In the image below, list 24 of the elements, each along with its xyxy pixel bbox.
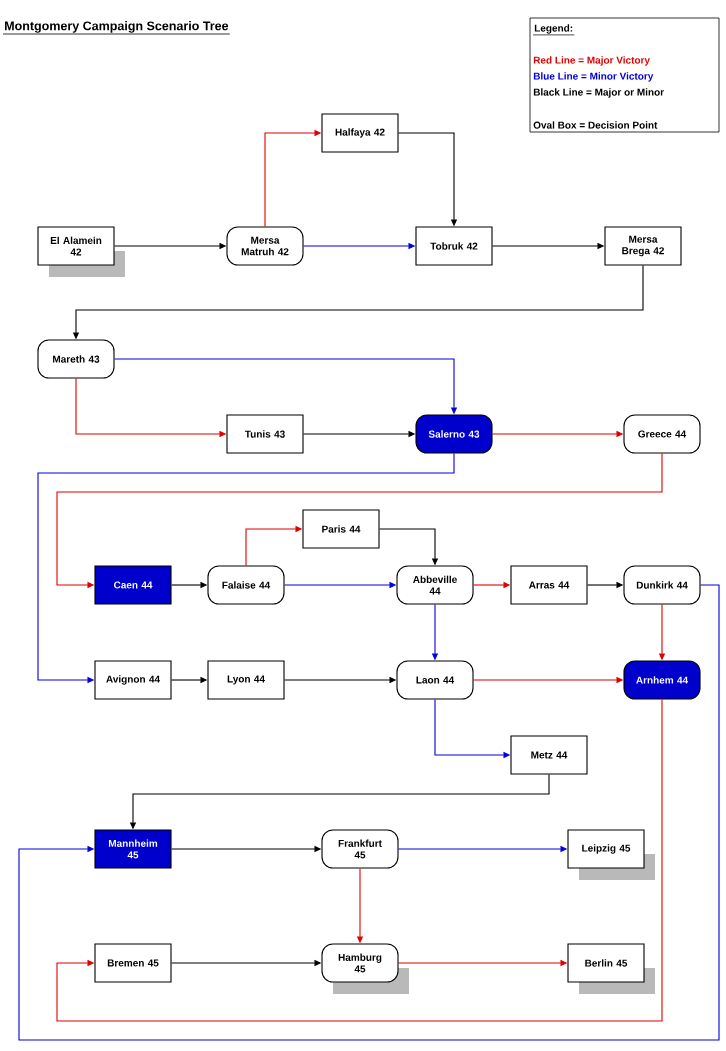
legend-entry: Oval Box = Decision Point — [533, 121, 658, 129]
arrow — [18, 584, 720, 1041]
arrow — [56, 699, 663, 1022]
scenario-box: El Alamein 42 — [37, 226, 125, 277]
legend-heading: Legend: — [532, 24, 575, 36]
legend-entry: Blue Line = Minor Victory — [533, 72, 654, 82]
title: Montgomery Campaign Scenario Tree — [2, 21, 231, 35]
scenario-box: Lyon 44 — [207, 660, 285, 700]
scenario-box: Mannheim 45 — [94, 829, 172, 869]
scenario-box: Tunis 43 — [226, 414, 304, 454]
legend-entry: Red Line = Major Victory — [533, 56, 650, 66]
scenario-box: Caen 44 — [94, 565, 172, 605]
scenario-box: Halfaya 42 — [321, 113, 399, 153]
scenario-box: Berlin 45 — [567, 943, 655, 994]
decision-oval: Hamburg 45 — [321, 943, 409, 994]
scenario-box: Metz 44 — [510, 735, 588, 775]
scenario-box: Bremen 45 — [94, 943, 172, 983]
scenario-box: Arras 44 — [510, 565, 588, 605]
scenario-box: Paris 44 — [302, 509, 380, 549]
scenario-box: Leipzig 45 — [567, 829, 655, 880]
scenario-box: Mersa Brega 42 — [604, 226, 682, 266]
scenario-box: Tobruk 42 — [415, 226, 493, 266]
legend-entry: Black Line = Major or Minor — [533, 88, 664, 98]
scenario-box: Avignon 44 — [94, 660, 172, 700]
